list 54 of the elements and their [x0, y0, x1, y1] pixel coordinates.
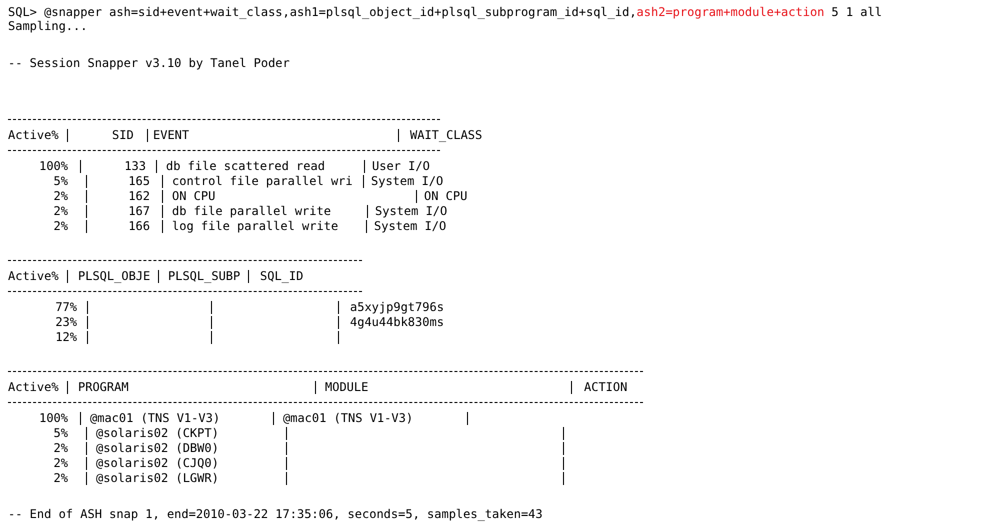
- table-cell: db file parallel write: [172, 204, 331, 218]
- table-cell: 4g4u44bk830ms: [350, 315, 444, 329]
- column-header: EVENT: [153, 128, 190, 142]
- table-cell: db file scattered read: [166, 159, 325, 173]
- column-header: WAIT_CLASS: [410, 128, 482, 142]
- table-cell: System I/O: [375, 204, 448, 218]
- table-cell: 77%: [55, 300, 77, 314]
- highlighted-argument: ash2=program+module+action: [636, 5, 824, 19]
- command-text: SQL> @snapper ash=sid+event+wait_class,ash1=plsql_object_id+plsql_subprogram_id+sql_id,: [8, 5, 637, 19]
- table-cell: 5%: [54, 174, 68, 188]
- footer-line: -- End of ASH snap 1, end=2010-03-22 17:35:06, seconds=5, samples_taken=43: [8, 507, 543, 521]
- table-cell: @solaris02 (DBW0): [96, 441, 219, 455]
- table-cell: 2%: [54, 456, 68, 470]
- table-cell: @solaris02 (LGWR): [96, 471, 219, 485]
- column-header: PLSQL_SUBP: [168, 269, 240, 283]
- output-line: Sampling...: [8, 19, 88, 33]
- table-cell: 166: [128, 219, 150, 233]
- table-cell: 167: [128, 204, 150, 218]
- table-cell: @solaris02 (CKPT): [96, 426, 219, 440]
- table-cell: @mac01 (TNS V1-V3): [90, 411, 220, 425]
- table-cell: @solaris02 (CJQ0): [96, 456, 219, 470]
- table-cell: 12%: [55, 330, 77, 344]
- table-cell: 2%: [54, 219, 68, 233]
- table-cell: @mac01 (TNS V1-V3): [283, 411, 414, 425]
- table-cell: ON CPU: [424, 189, 468, 203]
- table-cell: log file parallel write: [172, 219, 338, 233]
- table-cell: 2%: [54, 189, 68, 203]
- column-header: SQL_ID: [260, 269, 304, 283]
- banner-line: -- Session Snapper v3.10 by Tanel Poder: [8, 56, 290, 70]
- column-header: SID: [112, 128, 134, 142]
- column-header: Active%: [8, 380, 59, 394]
- table-cell: ON CPU: [172, 189, 216, 203]
- table-cell: a5xyjp9gt796s: [350, 300, 444, 314]
- column-header: ACTION: [584, 380, 628, 394]
- table-cell: 162: [128, 189, 150, 203]
- table-cell: 100%: [39, 411, 68, 425]
- table-cell: 100%: [39, 159, 68, 173]
- table-cell: 5%: [54, 426, 68, 440]
- table-cell: 2%: [54, 441, 68, 455]
- table-cell: 2%: [54, 471, 68, 485]
- table-cell: User I/O: [372, 159, 430, 173]
- table-cell: 133: [124, 159, 146, 173]
- command-text: 5 1 all: [831, 5, 882, 19]
- table-cell: 2%: [54, 204, 68, 218]
- column-header: Active%: [8, 269, 59, 283]
- column-header: Active%: [8, 128, 59, 142]
- table-cell: System I/O: [371, 174, 444, 188]
- table-cell: 23%: [55, 315, 77, 329]
- column-header: MODULE: [325, 380, 368, 394]
- table-cell: 165: [128, 174, 150, 188]
- table-cell: System I/O: [374, 219, 446, 233]
- column-header: PROGRAM: [78, 380, 129, 394]
- column-header: PLSQL_OBJE: [78, 269, 150, 283]
- table-cell: control file parallel wri: [172, 174, 353, 188]
